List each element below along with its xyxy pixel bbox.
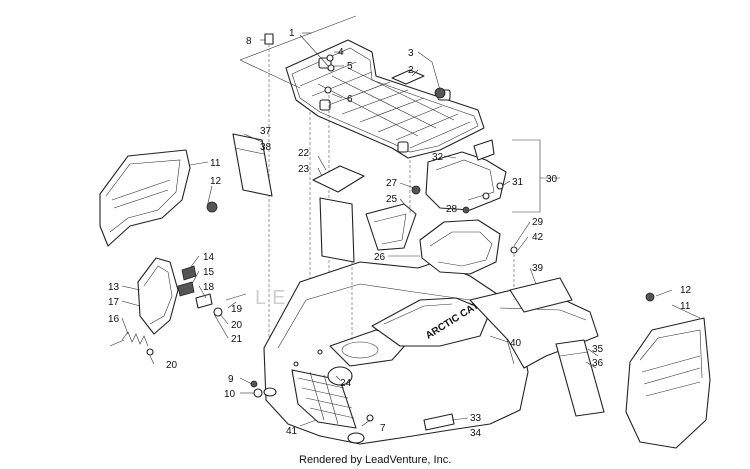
screw-7 <box>366 414 374 422</box>
callout-23: 23 <box>298 164 310 175</box>
callout-19: 19 <box>231 304 243 315</box>
bolt-8 <box>264 33 274 380</box>
callout-36: 36 <box>592 358 604 369</box>
front-fender: ARCTIC CAT <box>263 261 599 445</box>
callouts: 1 2 3 4 5 6 7 8 9 10 11 11 12 12 13 14 1… <box>108 28 692 439</box>
callout-28: 28 <box>446 204 458 215</box>
fasteners-14-21 <box>177 265 247 317</box>
callout-24: 24 <box>340 378 352 389</box>
panel-39 <box>509 277 573 313</box>
right-side-panel <box>625 317 711 449</box>
washer-10 <box>253 388 263 398</box>
callout-7: 7 <box>380 423 386 434</box>
callout-5: 5 <box>347 61 353 72</box>
callout-39: 39 <box>532 263 544 274</box>
callout-35: 35 <box>592 344 604 355</box>
callout-37: 37 <box>260 126 272 137</box>
callout-29: 29 <box>532 217 544 228</box>
callout-14: 14 <box>203 252 215 263</box>
callout-4: 4 <box>338 47 344 58</box>
callout-9: 9 <box>228 374 234 385</box>
callout-40: 40 <box>510 338 522 349</box>
callout-31: 31 <box>512 177 524 188</box>
left-side-panel <box>99 149 191 247</box>
callout-20-top: 20 <box>231 320 243 331</box>
cover-22 <box>312 165 365 193</box>
callout-30: 30 <box>546 174 558 185</box>
bracket-25 <box>365 203 417 251</box>
callout-22: 22 <box>298 148 310 159</box>
callout-2: 2 <box>408 65 414 76</box>
decal-35-36 <box>555 339 605 417</box>
callout-20-bottom: 20 <box>166 360 178 371</box>
callout-18: 18 <box>203 282 215 293</box>
callout-26: 26 <box>374 252 386 263</box>
callout-3: 3 <box>408 48 414 59</box>
nut-9 <box>250 380 258 388</box>
callout-11-left: 11 <box>210 158 221 169</box>
nut-27 <box>411 185 421 195</box>
rivet-12-right <box>645 292 655 302</box>
callout-25: 25 <box>386 194 398 205</box>
washer-20 <box>146 348 154 356</box>
callout-12-right: 12 <box>680 285 692 296</box>
caption: Rendered by LeadVenture, Inc. <box>299 454 451 466</box>
callout-17: 17 <box>108 297 120 308</box>
rivet-12-left <box>206 201 218 213</box>
callout-32: 32 <box>432 152 444 163</box>
callout-6: 6 <box>347 94 353 105</box>
callout-11-right: 11 <box>680 301 691 312</box>
callout-27: 27 <box>386 178 398 189</box>
callout-34: 34 <box>470 428 482 439</box>
console-30 <box>425 139 507 211</box>
left-bracket-13 <box>137 257 179 335</box>
callout-16: 16 <box>108 314 120 325</box>
panel-23 <box>319 197 355 263</box>
callout-21: 21 <box>231 334 243 345</box>
callout-13: 13 <box>108 282 120 293</box>
callout-33: 33 <box>470 413 482 424</box>
housing-26 <box>419 219 501 275</box>
callout-38: 38 <box>260 142 272 153</box>
callout-15: 15 <box>203 267 215 278</box>
callout-42: 42 <box>532 232 544 243</box>
callout-41: 41 <box>286 426 298 437</box>
callout-8: 8 <box>246 36 252 47</box>
leader-lines <box>121 32 701 427</box>
callout-10: 10 <box>224 389 236 400</box>
front-rack <box>285 39 485 159</box>
callout-1: 1 <box>289 28 295 39</box>
clip-42 <box>510 246 518 254</box>
callout-12-left: 12 <box>210 176 222 187</box>
spring-16 <box>121 331 149 347</box>
